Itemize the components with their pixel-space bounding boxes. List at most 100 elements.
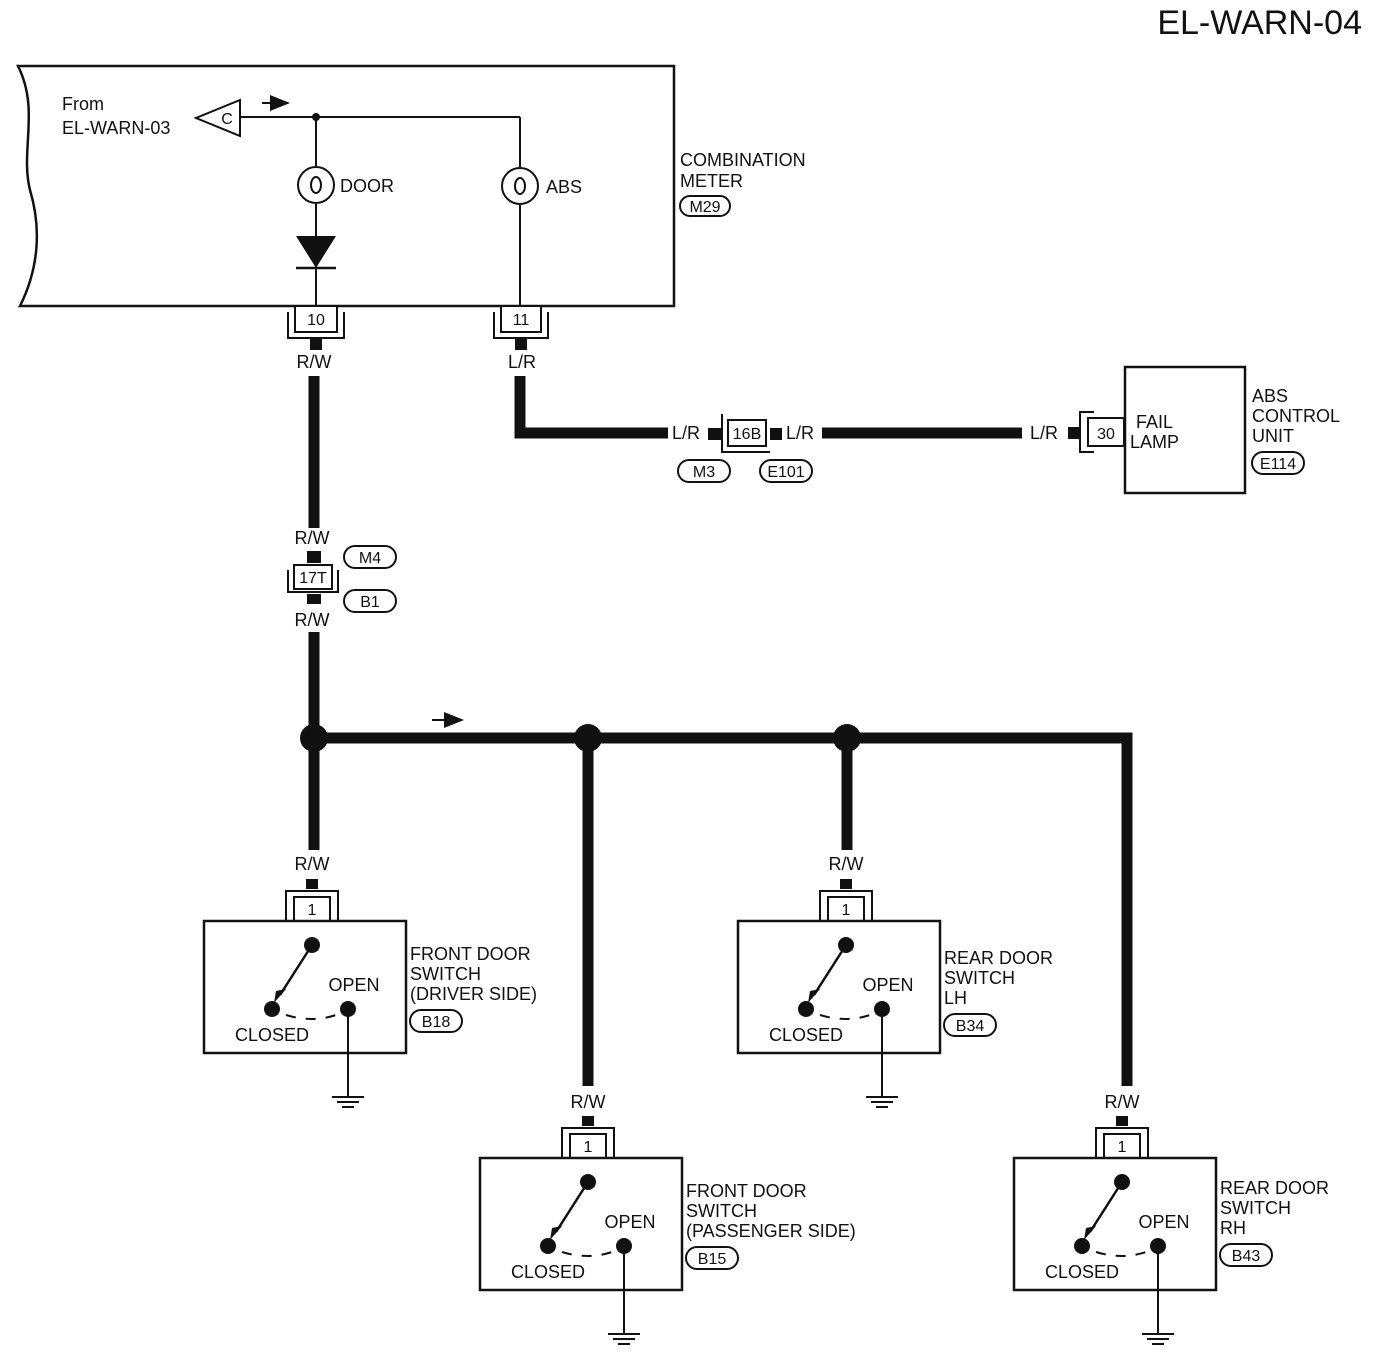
switch-contact-closed xyxy=(798,1001,814,1017)
switch-contact-closed xyxy=(264,1001,280,1017)
junction-16b: 16B xyxy=(708,414,782,453)
source-label-from: From xyxy=(62,94,104,114)
switch-pin: 1 xyxy=(584,1139,593,1156)
wire-color-label: L/R xyxy=(1030,423,1058,443)
abs-unit-pin-30: 30 xyxy=(1079,411,1125,453)
junction-17t: 17T xyxy=(287,564,339,593)
wire-color-label: R/W xyxy=(1105,1092,1140,1112)
switch-label-line3: (DRIVER SIDE) xyxy=(410,984,537,1004)
switch-box xyxy=(1012,1156,1218,1292)
meter-pin-11: 11 xyxy=(493,305,549,339)
switch-box xyxy=(202,919,408,1055)
wire-color-label: R/W xyxy=(829,854,864,874)
svg-text:C: C xyxy=(221,111,233,128)
wire-color-label: R/W xyxy=(295,528,330,548)
wire-color-label: R/W xyxy=(295,610,330,630)
switch-closed-label: CLOSED xyxy=(235,1025,309,1045)
svg-text:B18: B18 xyxy=(422,1014,451,1031)
abs-control-unit-box xyxy=(1123,365,1247,495)
svg-text:30: 30 xyxy=(1097,426,1115,443)
switch-label-line1: FRONT DOOR xyxy=(410,944,531,964)
svg-text:E101: E101 xyxy=(767,464,804,481)
switch-connector-badge: B34 xyxy=(943,1013,997,1037)
switch-closed-label: CLOSED xyxy=(1045,1262,1119,1282)
svg-text:11: 11 xyxy=(513,312,530,329)
wire-rw-bus xyxy=(314,732,1133,1086)
wire-color-label: R/W xyxy=(571,1092,606,1112)
switch-open-label: OPEN xyxy=(328,975,379,995)
ground-icon xyxy=(332,1096,364,1108)
switch-label-line2: SWITCH xyxy=(686,1201,757,1221)
ground-icon xyxy=(608,1333,640,1345)
switch-label-line1: REAR DOOR xyxy=(944,948,1053,968)
switch-open-label: OPEN xyxy=(1138,1212,1189,1232)
switch-contact-closed xyxy=(1074,1238,1090,1254)
wire-color-label: L/R xyxy=(672,423,700,443)
ground-icon xyxy=(866,1096,898,1108)
switch-connector-badge: B43 xyxy=(1219,1243,1273,1267)
switch-connector-badge: B15 xyxy=(685,1246,739,1270)
door-lamp-icon xyxy=(297,166,335,204)
switch-connector-badge: B18 xyxy=(409,1009,463,1033)
source-connector-c: C xyxy=(193,98,241,138)
wire-color-label: L/R xyxy=(786,423,814,443)
combination-meter-box xyxy=(15,64,676,308)
abs-unit-inner-label1: FAIL xyxy=(1136,412,1173,432)
meter-label-line1: COMBINATION xyxy=(680,150,806,170)
door-lamp-label: DOOR xyxy=(340,176,394,196)
switch-contact-closed xyxy=(540,1238,556,1254)
diagram-title: EL-WARN-04 xyxy=(1157,4,1362,42)
junction-left-connector-badge: M3 xyxy=(677,459,731,483)
svg-text:B34: B34 xyxy=(956,1018,985,1035)
abs-unit-label3: UNIT xyxy=(1252,426,1294,446)
abs-lamp-icon xyxy=(501,167,539,205)
switch-label-line1: REAR DOOR xyxy=(1220,1178,1329,1198)
switch-box xyxy=(478,1156,684,1292)
svg-text:B1: B1 xyxy=(360,594,380,611)
source-label-page: EL-WARN-03 xyxy=(62,118,170,138)
switch-pin: 1 xyxy=(842,902,851,919)
svg-text:M3: M3 xyxy=(693,464,715,481)
switch-label-line1: FRONT DOOR xyxy=(686,1181,807,1201)
svg-text:M4: M4 xyxy=(359,550,381,567)
switch-label-line3: (PASSENGER SIDE) xyxy=(686,1221,856,1241)
switch-label-line2: SWITCH xyxy=(1220,1198,1291,1218)
switch-label-line3: LH xyxy=(944,988,967,1008)
svg-text:E114: E114 xyxy=(1260,456,1296,473)
junction-right-connector-badge: E101 xyxy=(759,459,813,483)
svg-text:B15: B15 xyxy=(698,1251,727,1268)
switch-open-label: OPEN xyxy=(604,1212,655,1232)
wire-color-label: R/W xyxy=(295,854,330,874)
svg-text:M29: M29 xyxy=(689,199,720,216)
svg-text:17T: 17T xyxy=(299,570,327,587)
switch-closed-label: CLOSED xyxy=(511,1262,585,1282)
svg-text:10: 10 xyxy=(307,312,325,329)
switch-label-line3: RH xyxy=(1220,1218,1246,1238)
abs-unit-inner-label2: LAMP xyxy=(1130,432,1179,452)
junction-17t-top-connector-badge: M4 xyxy=(343,545,397,569)
abs-unit-label2: CONTROL xyxy=(1252,406,1340,426)
wire-lr-to-junction xyxy=(514,376,668,439)
abs-unit-connector-badge: E114 xyxy=(1251,451,1305,475)
switch-closed-label: CLOSED xyxy=(769,1025,843,1045)
junction-17t-bottom-connector-badge: B1 xyxy=(343,589,397,613)
svg-text:B43: B43 xyxy=(1232,1248,1261,1265)
diode-icon xyxy=(296,236,336,270)
switch-pin: 1 xyxy=(308,902,317,919)
wire-color-label: L/R xyxy=(508,352,536,372)
switch-label-line2: SWITCH xyxy=(944,968,1015,988)
switch-box xyxy=(736,919,942,1055)
abs-lamp-label: ABS xyxy=(546,177,582,197)
svg-text:16B: 16B xyxy=(733,426,761,443)
abs-unit-label1: ABS xyxy=(1252,386,1288,406)
switch-label-line2: SWITCH xyxy=(410,964,481,984)
meter-connector-badge: M29 xyxy=(679,195,731,217)
wire-color-label: R/W xyxy=(297,352,332,372)
ground-icon xyxy=(1142,1333,1174,1345)
switch-open-label: OPEN xyxy=(862,975,913,995)
